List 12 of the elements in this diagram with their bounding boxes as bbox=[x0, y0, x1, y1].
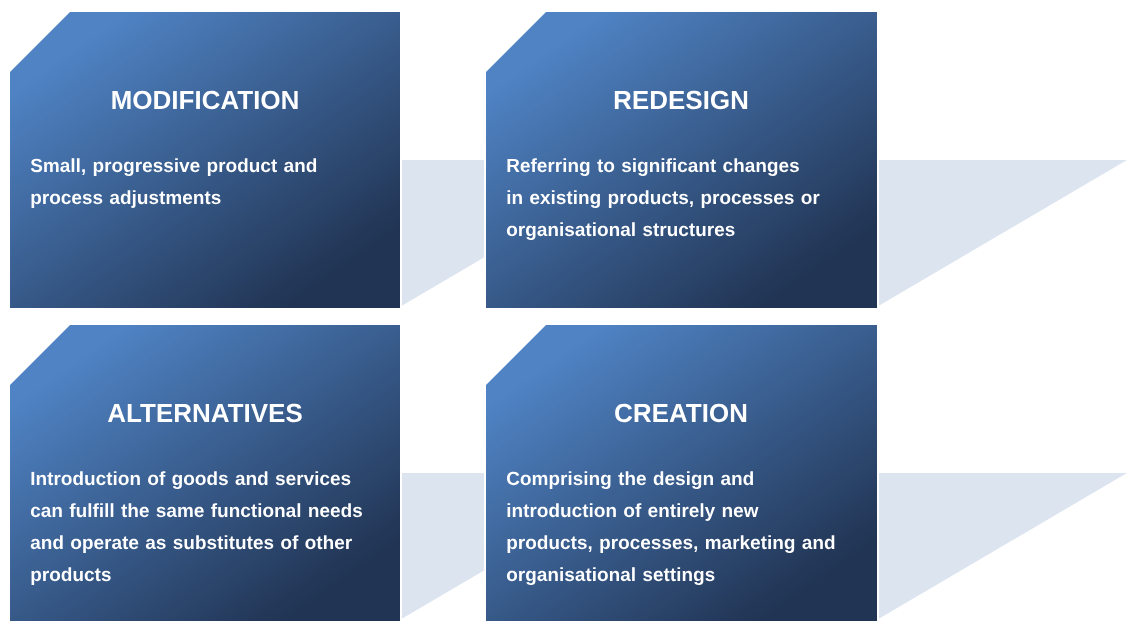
box-description: Introduction of goods and services can fulfill the same functional needs and operate as substitutes of other products bbox=[30, 471, 362, 585]
process-box bbox=[8, 10, 402, 310]
box-description: Small, progressive product and process adjustments bbox=[30, 158, 317, 208]
box-description: Comprising the design and introduction of entirely new products, processes, marketing and organisational settings bbox=[506, 471, 835, 585]
box-title: MODIFICATION bbox=[112, 90, 298, 110]
process-box bbox=[8, 323, 402, 621]
process-box bbox=[484, 10, 879, 310]
box-title: CREATION bbox=[615, 403, 747, 423]
box-title: ALTERNATIVES bbox=[107, 403, 302, 423]
process-box bbox=[484, 323, 879, 621]
box-description: Referring to significant changes in existing products, processes or organisational structures bbox=[506, 158, 820, 240]
box-title: REDESIGN bbox=[614, 90, 748, 110]
